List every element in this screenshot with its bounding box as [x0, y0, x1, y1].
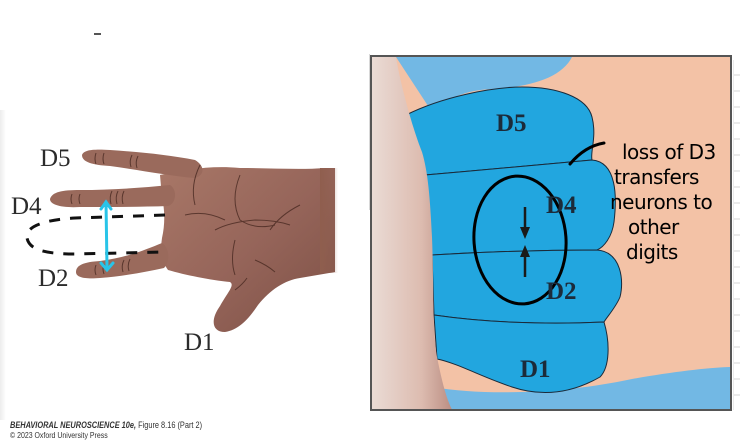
panel-divider — [369, 54, 370, 210]
hand-label-d2: D2 — [38, 265, 69, 292]
cortical-map: D5 D4 D2 D1 — [370, 55, 732, 411]
annotation-line: neurons to — [610, 190, 713, 214]
map-label-d4: D4 — [546, 192, 577, 219]
caption-copyright: © 2023 Oxford University Press — [10, 430, 108, 440]
cropped-side-text — [733, 60, 740, 410]
hand-illustration: D5 D4 D2 D1 — [0, 0, 370, 439]
hand-label-d5: D5 — [40, 145, 71, 172]
figure-caption: BEHAVIORAL NEUROSCIENCE 10e, Figure 8.16… — [10, 420, 202, 440]
hand-drawing — [25, 149, 338, 332]
map-label-d5: D5 — [496, 110, 527, 137]
annotation-line: other — [628, 215, 679, 239]
caption-book-title: BEHAVIORAL NEUROSCIENCE 10e, — [10, 420, 137, 430]
map-label-d1: D1 — [520, 356, 551, 383]
hand-label-d1: D1 — [184, 329, 215, 356]
left-edge-shadow — [0, 110, 6, 420]
hand-label-d4: D4 — [11, 193, 42, 220]
annotation-line: digits — [626, 240, 678, 264]
dash-mark — [94, 33, 101, 35]
annotation-line: loss of D3 — [622, 140, 716, 164]
map-label-d2: D2 — [546, 278, 577, 305]
handwritten-annotation: loss of D3 transfers neurons to other di… — [598, 140, 738, 265]
annotation-line: transfers — [614, 165, 699, 189]
caption-figure: Figure 8.16 (Part 2) — [136, 420, 203, 430]
cortical-map-drawing — [372, 57, 730, 409]
